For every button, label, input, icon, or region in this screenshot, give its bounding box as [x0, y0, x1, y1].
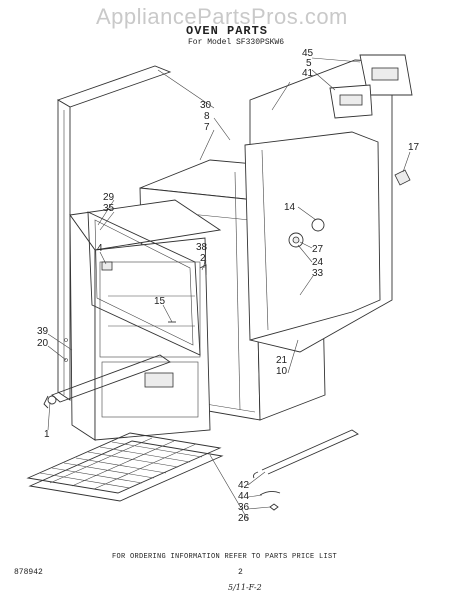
callout-2: 2: [200, 253, 206, 264]
callout-42: 42: [238, 480, 250, 491]
door-gasket: [87, 211, 201, 356]
callout-21: 21: [276, 355, 288, 366]
leader-lines: [47, 57, 411, 521]
ordering-info-footer: FOR ORDERING INFORMATION REFER TO PARTS …: [112, 553, 338, 561]
diagram-title: OVEN PARTS: [186, 24, 269, 38]
vent-plate-assembly: [329, 54, 413, 119]
callout-26: 26: [238, 513, 250, 524]
callout-35: 35: [103, 203, 115, 214]
document-number: 878942: [14, 568, 43, 577]
callout-8: 8: [204, 111, 210, 122]
callout-24: 24: [312, 257, 324, 268]
watermark: AppliancePartsPros.com: [96, 4, 348, 29]
callout-45: 45: [302, 48, 314, 59]
callout-labels: 45 5 41 30 8 7 17 14 27 24 33 29 35 4 38…: [37, 48, 420, 524]
callout-44: 44: [238, 491, 250, 502]
broil-element: [47, 354, 171, 405]
callout-30: 30: [200, 100, 212, 111]
page-number: 2: [238, 568, 243, 577]
callout-27: 27: [312, 244, 324, 255]
callout-14: 14: [284, 202, 296, 213]
callout-1: 1: [44, 429, 50, 440]
left-side-panel: [56, 65, 172, 401]
bottom-element: [253, 429, 359, 479]
callout-17: 17: [408, 142, 420, 153]
callout-4: 4: [97, 243, 103, 254]
callout-33: 33: [312, 268, 324, 279]
callout-41: 41: [302, 68, 314, 79]
callout-29: 29: [103, 192, 115, 203]
oven-rack: [26, 432, 224, 502]
callout-15: 15: [154, 296, 166, 307]
model-subtitle: For Model SF330PSKW6: [188, 38, 285, 47]
handwritten-note: 5/11-F-2: [228, 583, 262, 592]
callout-39: 39: [37, 326, 49, 337]
callout-5: 5: [306, 58, 312, 69]
callout-7: 7: [204, 122, 210, 133]
callout-20: 20: [37, 338, 49, 349]
front-frame: [69, 199, 222, 441]
callout-10: 10: [276, 366, 288, 377]
callout-36: 36: [238, 502, 250, 513]
small-hardware: [43, 169, 411, 511]
rear-panel: [244, 59, 393, 353]
callout-38: 38: [196, 242, 208, 253]
